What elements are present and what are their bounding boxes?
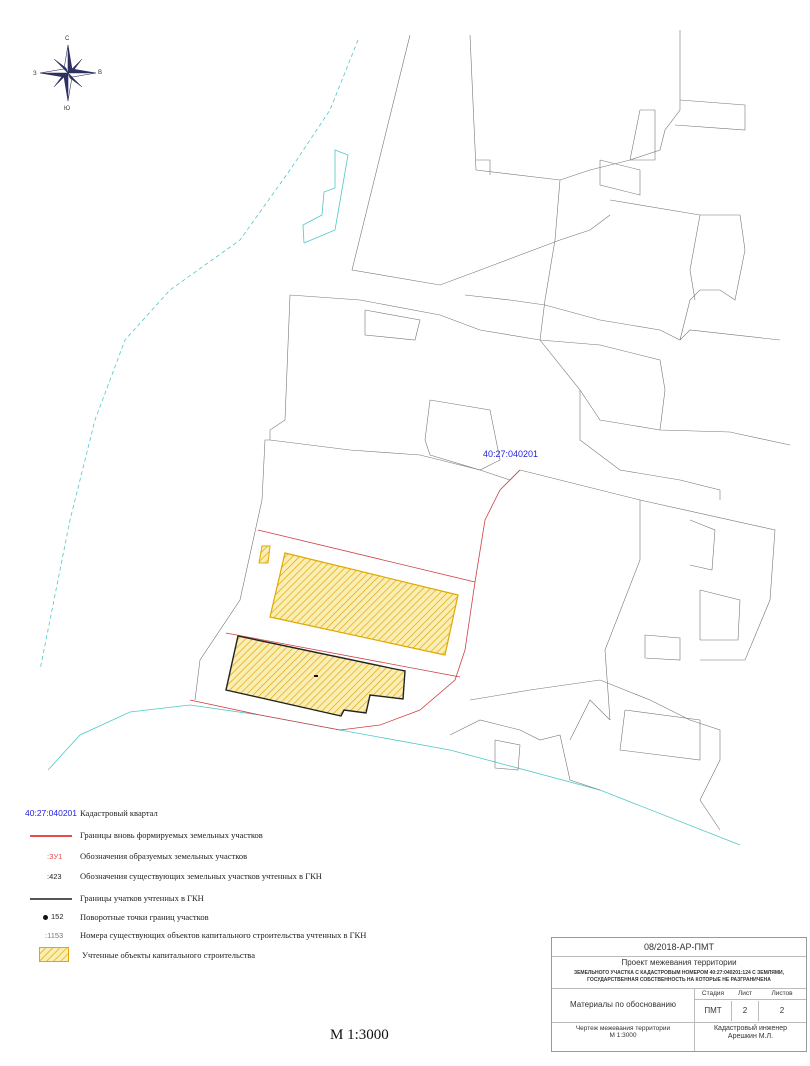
drawing-title: Чертеж межевания территории [575, 1025, 671, 1032]
sheet-header: Лист [737, 990, 753, 997]
project-subtitle-2: ГОСУДАРСТВЕННАЯ СОБСТВЕННОСТЬ НА КОТОРЫЕ… [587, 977, 771, 983]
quarter-boundary [39, 39, 741, 846]
legend-text: Обозначения существующих земельных участ… [80, 871, 322, 881]
legend-symbol-building: :1153 [45, 931, 64, 940]
title-block: 08/2018-АР-ПМТ Проект межевания территор… [551, 937, 807, 1052]
sheets-value: 2 [779, 1006, 785, 1015]
building [258, 545, 271, 564]
compass-east-label: В [98, 70, 103, 76]
project-title: Проект межевания территории [621, 958, 737, 967]
building [269, 552, 459, 656]
legend-text: Кадастровый квартал [80, 808, 158, 818]
compass-north-label: С [65, 36, 70, 42]
legend-gray-line-icon [30, 898, 72, 900]
legend-text: Номера существующих объектов капитальног… [80, 930, 367, 940]
document-code: 08/2018-АР-ПМТ [552, 938, 806, 957]
scale-label: М 1:3000 [330, 1027, 389, 1043]
project-subtitle-1: ЗЕМЕЛЬНОГО УЧАСТКА С КАДАСТРОВЫМ НОМЕРОМ… [573, 970, 785, 976]
gkn-parcel-boundaries [194, 30, 791, 831]
legend-symbol-quarter: 40:27:040201 [25, 808, 77, 818]
drawing-scale: М 1:3000 [609, 1032, 637, 1039]
legend-text: Учтенные объекты капитального строительс… [82, 950, 255, 960]
divider [552, 1022, 806, 1023]
drawing-cell [552, 1023, 695, 1051]
materials-label: Материалы по обоснованию [552, 988, 695, 1022]
compass-south-label: Ю [64, 106, 71, 112]
legend-red-line-icon [30, 835, 72, 837]
legend-symbol-zu: :ЗУ1 [47, 852, 63, 861]
engineer-name: Арешкин М.Л. [727, 1033, 774, 1040]
sheet-value: 2 [732, 1001, 759, 1021]
stage-value: ПМТ [695, 1001, 732, 1021]
new-parcel-boundaries [189, 469, 521, 731]
legend-text: Обозначения образуемых земельных участко… [80, 851, 248, 861]
stage-header: Стадия [701, 990, 725, 997]
legend-symbol-point: 152 [51, 912, 64, 921]
legend-hatch-icon [39, 947, 69, 962]
quarter-label: 40:27:040201 [483, 449, 539, 459]
compass-rose-icon [39, 44, 97, 102]
divider [552, 988, 806, 989]
legend-text: Границы вновь формируемых земельных учас… [80, 830, 263, 840]
legend-symbol-gkn: :423 [47, 872, 62, 881]
legend-text: Границы учатков учтенных в ГКН [80, 893, 204, 903]
legend-dot-icon [43, 915, 48, 920]
divider [695, 999, 806, 1000]
legend-text: Поворотные точки границ участков [80, 912, 209, 922]
engineer-role: Кадастровый инженер [713, 1025, 788, 1032]
compass-west-label: З [33, 71, 37, 77]
turning-point-icon [314, 675, 318, 677]
sheets-header: Листов [771, 990, 793, 997]
capital-buildings [225, 545, 459, 717]
